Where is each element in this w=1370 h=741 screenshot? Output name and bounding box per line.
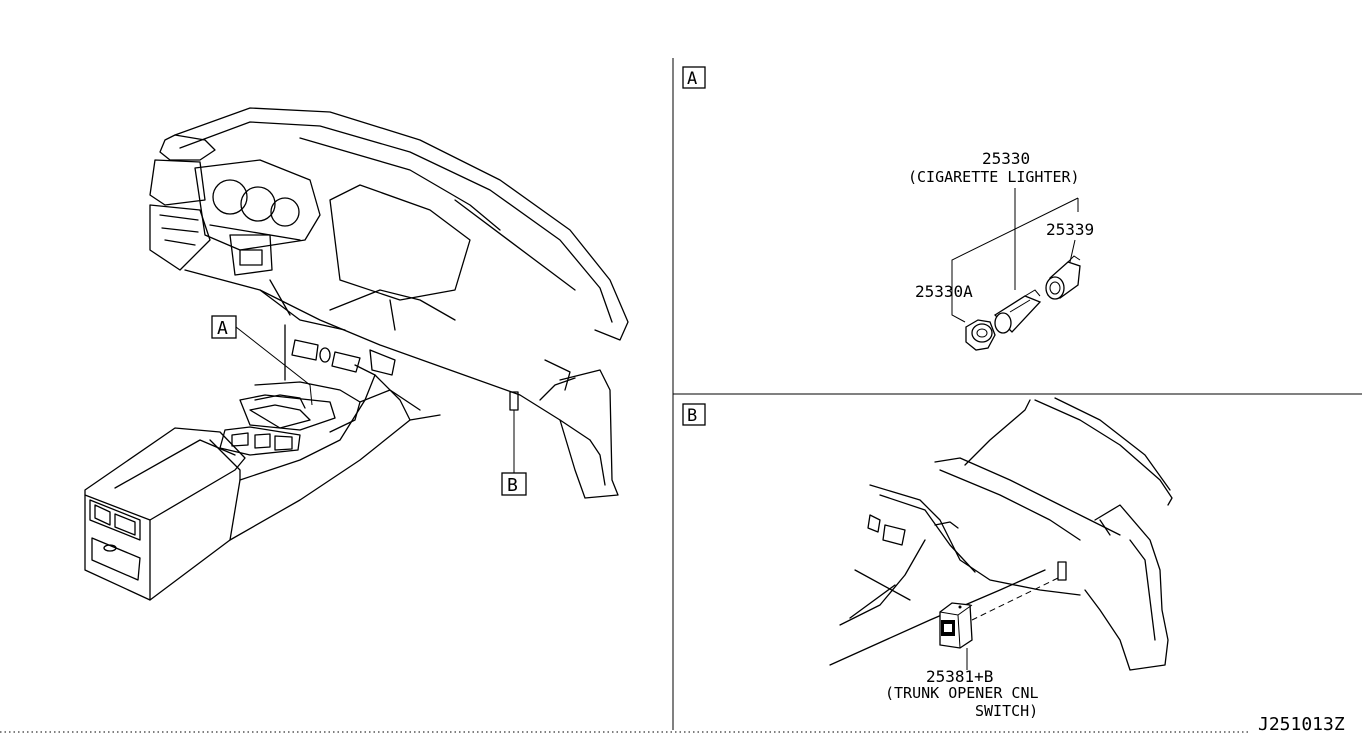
- overview-callout-a: A: [211, 315, 313, 406]
- panel-a: A 25330 (CIGARETTE LIGHTER) 25339 25330A: [682, 66, 1094, 351]
- diagram-code: J251013Z: [1258, 714, 1345, 735]
- part-number-25330a: 25330A: [915, 282, 973, 301]
- trunk-switch-location-drawing: [829, 397, 1173, 671]
- part-number-25339: 25339: [1046, 220, 1094, 239]
- callout-b-label: B: [507, 475, 518, 496]
- panel-dividers: [0, 58, 1362, 733]
- lighter-socket-drawing: [1045, 255, 1081, 300]
- panel-a-tag: A: [687, 69, 697, 89]
- part-name-cigarette-lighter: (CIGARETTE LIGHTER): [908, 168, 1080, 186]
- panel-b-tag: B: [687, 406, 697, 426]
- part-name-trunk-opener-line1: (TRUNK OPENER CNL: [885, 684, 1039, 702]
- part-name-trunk-opener-line2: SWITCH): [975, 702, 1038, 720]
- dashboard-overview-drawing: [84, 107, 629, 601]
- trunk-opener-switch-drawing: [939, 602, 973, 649]
- callout-a-label: A: [217, 318, 228, 339]
- part-number-25381b: 25381+B: [926, 667, 993, 686]
- overview-callout-b: B: [501, 410, 527, 496]
- lighter-plug-drawing: [965, 319, 996, 351]
- cigarette-lighter-drawing: [993, 289, 1042, 334]
- panel-b: B: [682, 397, 1173, 720]
- part-number-25330: 25330: [982, 149, 1030, 168]
